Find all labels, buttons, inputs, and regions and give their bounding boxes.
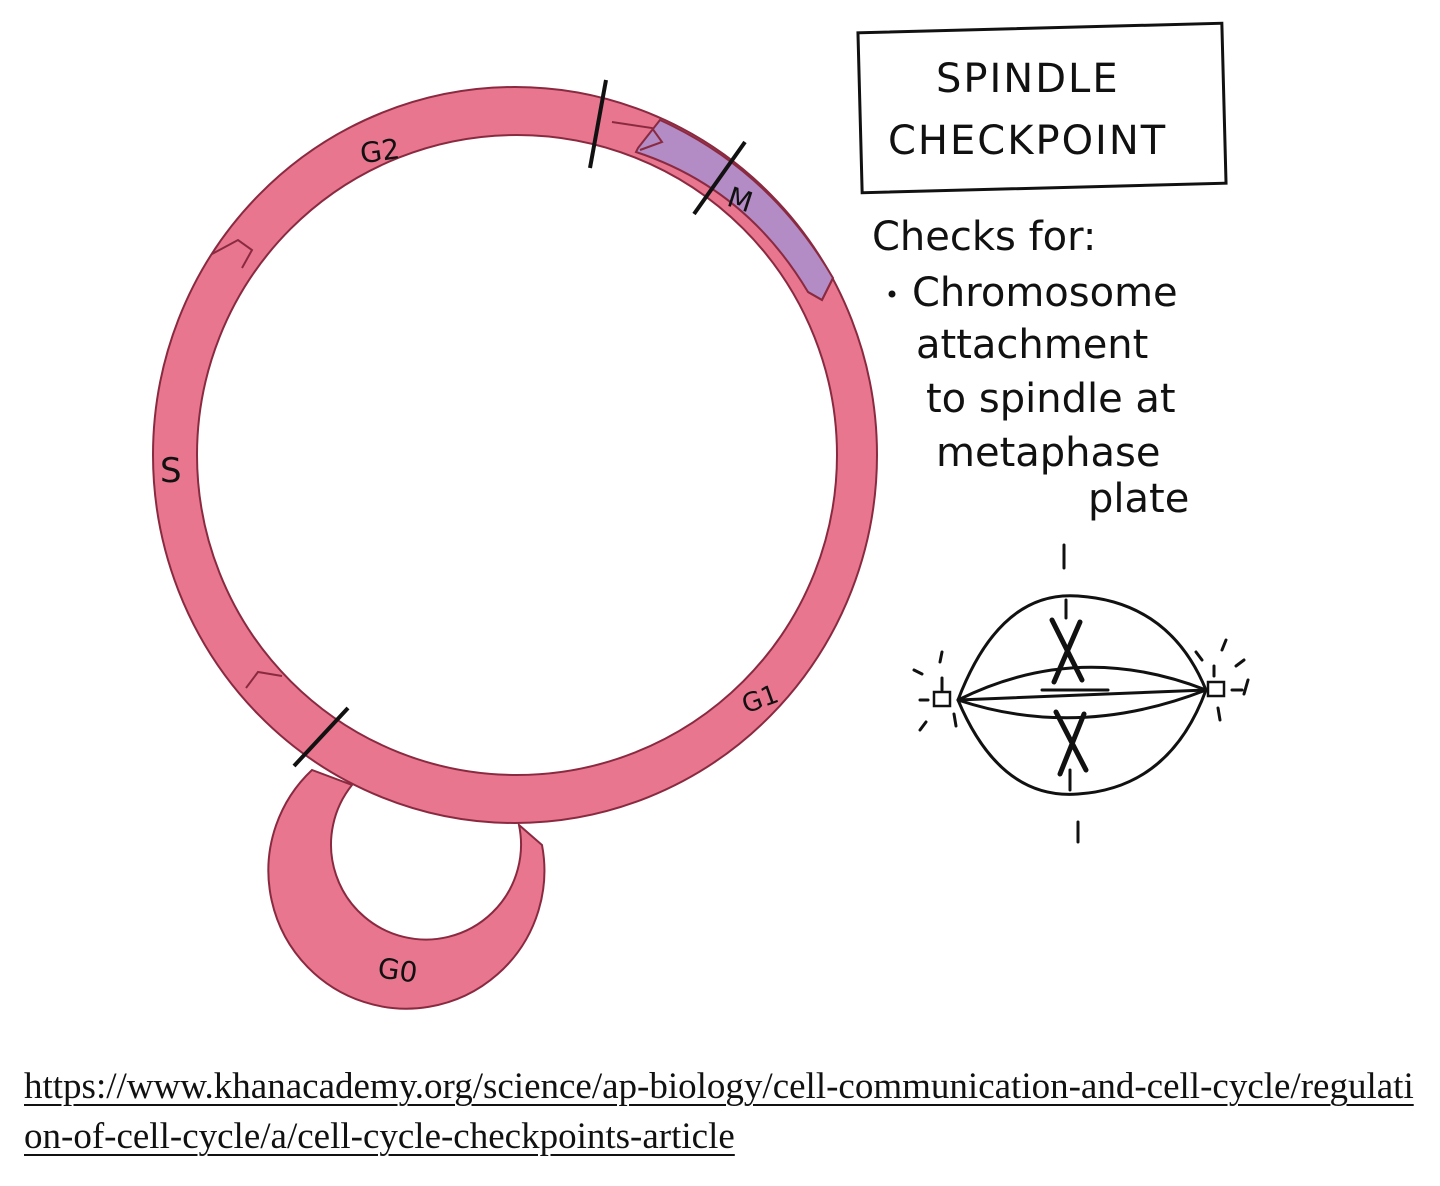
notes-line-5: plate	[1088, 476, 1189, 522]
phase-label-g0: G0	[376, 951, 420, 989]
source-link[interactable]: https://www.khanacademy.org/science/ap-b…	[24, 1066, 1414, 1157]
notes-heading: Checks for:	[872, 214, 1096, 260]
g0-loop	[267, 768, 546, 1010]
checkpoint-tick-g2	[588, 79, 608, 169]
cell-cycle-diagram: G2 M S G1 G0 SPINDLE CHECKPOINT Checks f…	[151, 21, 1250, 1010]
phase-label-s: S	[160, 451, 182, 491]
notes-line-4: metaphase	[936, 430, 1160, 476]
metaphase-spindle-sketch	[912, 543, 1250, 844]
bullet-dot	[888, 290, 896, 298]
arrow-chevron-g1	[245, 670, 283, 689]
arrow-chevron-m	[807, 277, 834, 302]
notes-line-1: Chromosome	[912, 270, 1178, 316]
cell-cycle-ring	[151, 86, 879, 824]
checkpoint-tick-spindle	[692, 140, 747, 216]
title-box	[856, 21, 1228, 195]
notes-line-3: to spindle at	[926, 376, 1176, 422]
title-line-2: CHECKPOINT	[888, 118, 1167, 164]
title-line-1: SPINDLE	[936, 56, 1120, 102]
arrow-chevron-g2	[611, 121, 664, 151]
checkpoint-tick-g1	[292, 706, 350, 768]
phase-label-g2: G2	[358, 132, 402, 170]
arrow-chevron-s	[211, 238, 254, 269]
notes-line-2: attachment	[916, 322, 1148, 368]
